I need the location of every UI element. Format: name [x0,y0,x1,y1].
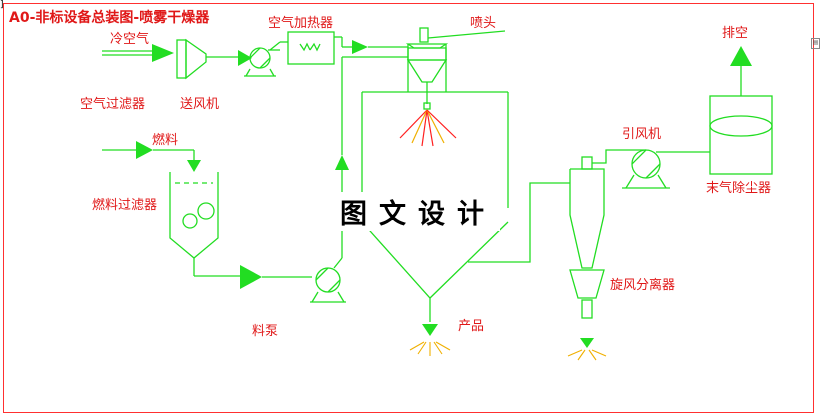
label-induced-fan: 引风机 [622,127,662,142]
chamber-to-cyclone-duct [468,182,570,263]
label-product: 产品 [458,319,485,334]
label-cold-air: 冷空气 [110,32,150,47]
label-exhaust: 排空 [722,26,749,41]
air-heater-shape [287,31,408,65]
cold-air-inlet-arrow [102,44,174,62]
spray-jet [399,109,457,147]
label-tail-dust-remover: 末气除尘器 [706,181,772,196]
corner-mark: ] [0,0,4,10]
air-filter-shape [176,38,252,80]
drawing-title: A0-非标设备总装图-喷雾干燥器 [9,10,210,26]
cyclone-separator-shape [567,149,646,361]
label-air-heater: 空气加热器 [268,16,334,31]
label-feed-pump: 料泵 [252,324,279,339]
fuel-filter-tank [169,172,312,289]
label-fuel-filter: 燃料过滤器 [92,198,158,213]
label-cyclone: 旋风分离器 [610,278,676,293]
label-nozzle: 喷头 [470,16,497,31]
product-outlet [409,324,451,356]
label-air-filter: 空气过滤器 [80,97,146,112]
label-blower: 送风机 [180,97,220,112]
induced-fan-shape [622,149,710,189]
fuel-inlet-arrow [102,141,201,172]
feed-pump-shape [310,56,408,303]
watermark-text: 图文设计 [336,192,500,231]
drawing-frame [3,3,814,413]
label-fuel: 燃料 [152,133,179,148]
drying-chamber [361,44,509,322]
nozzle-assembly [405,27,506,110]
blower-shape [244,41,288,77]
tail-dust-remover-shape [709,46,773,175]
